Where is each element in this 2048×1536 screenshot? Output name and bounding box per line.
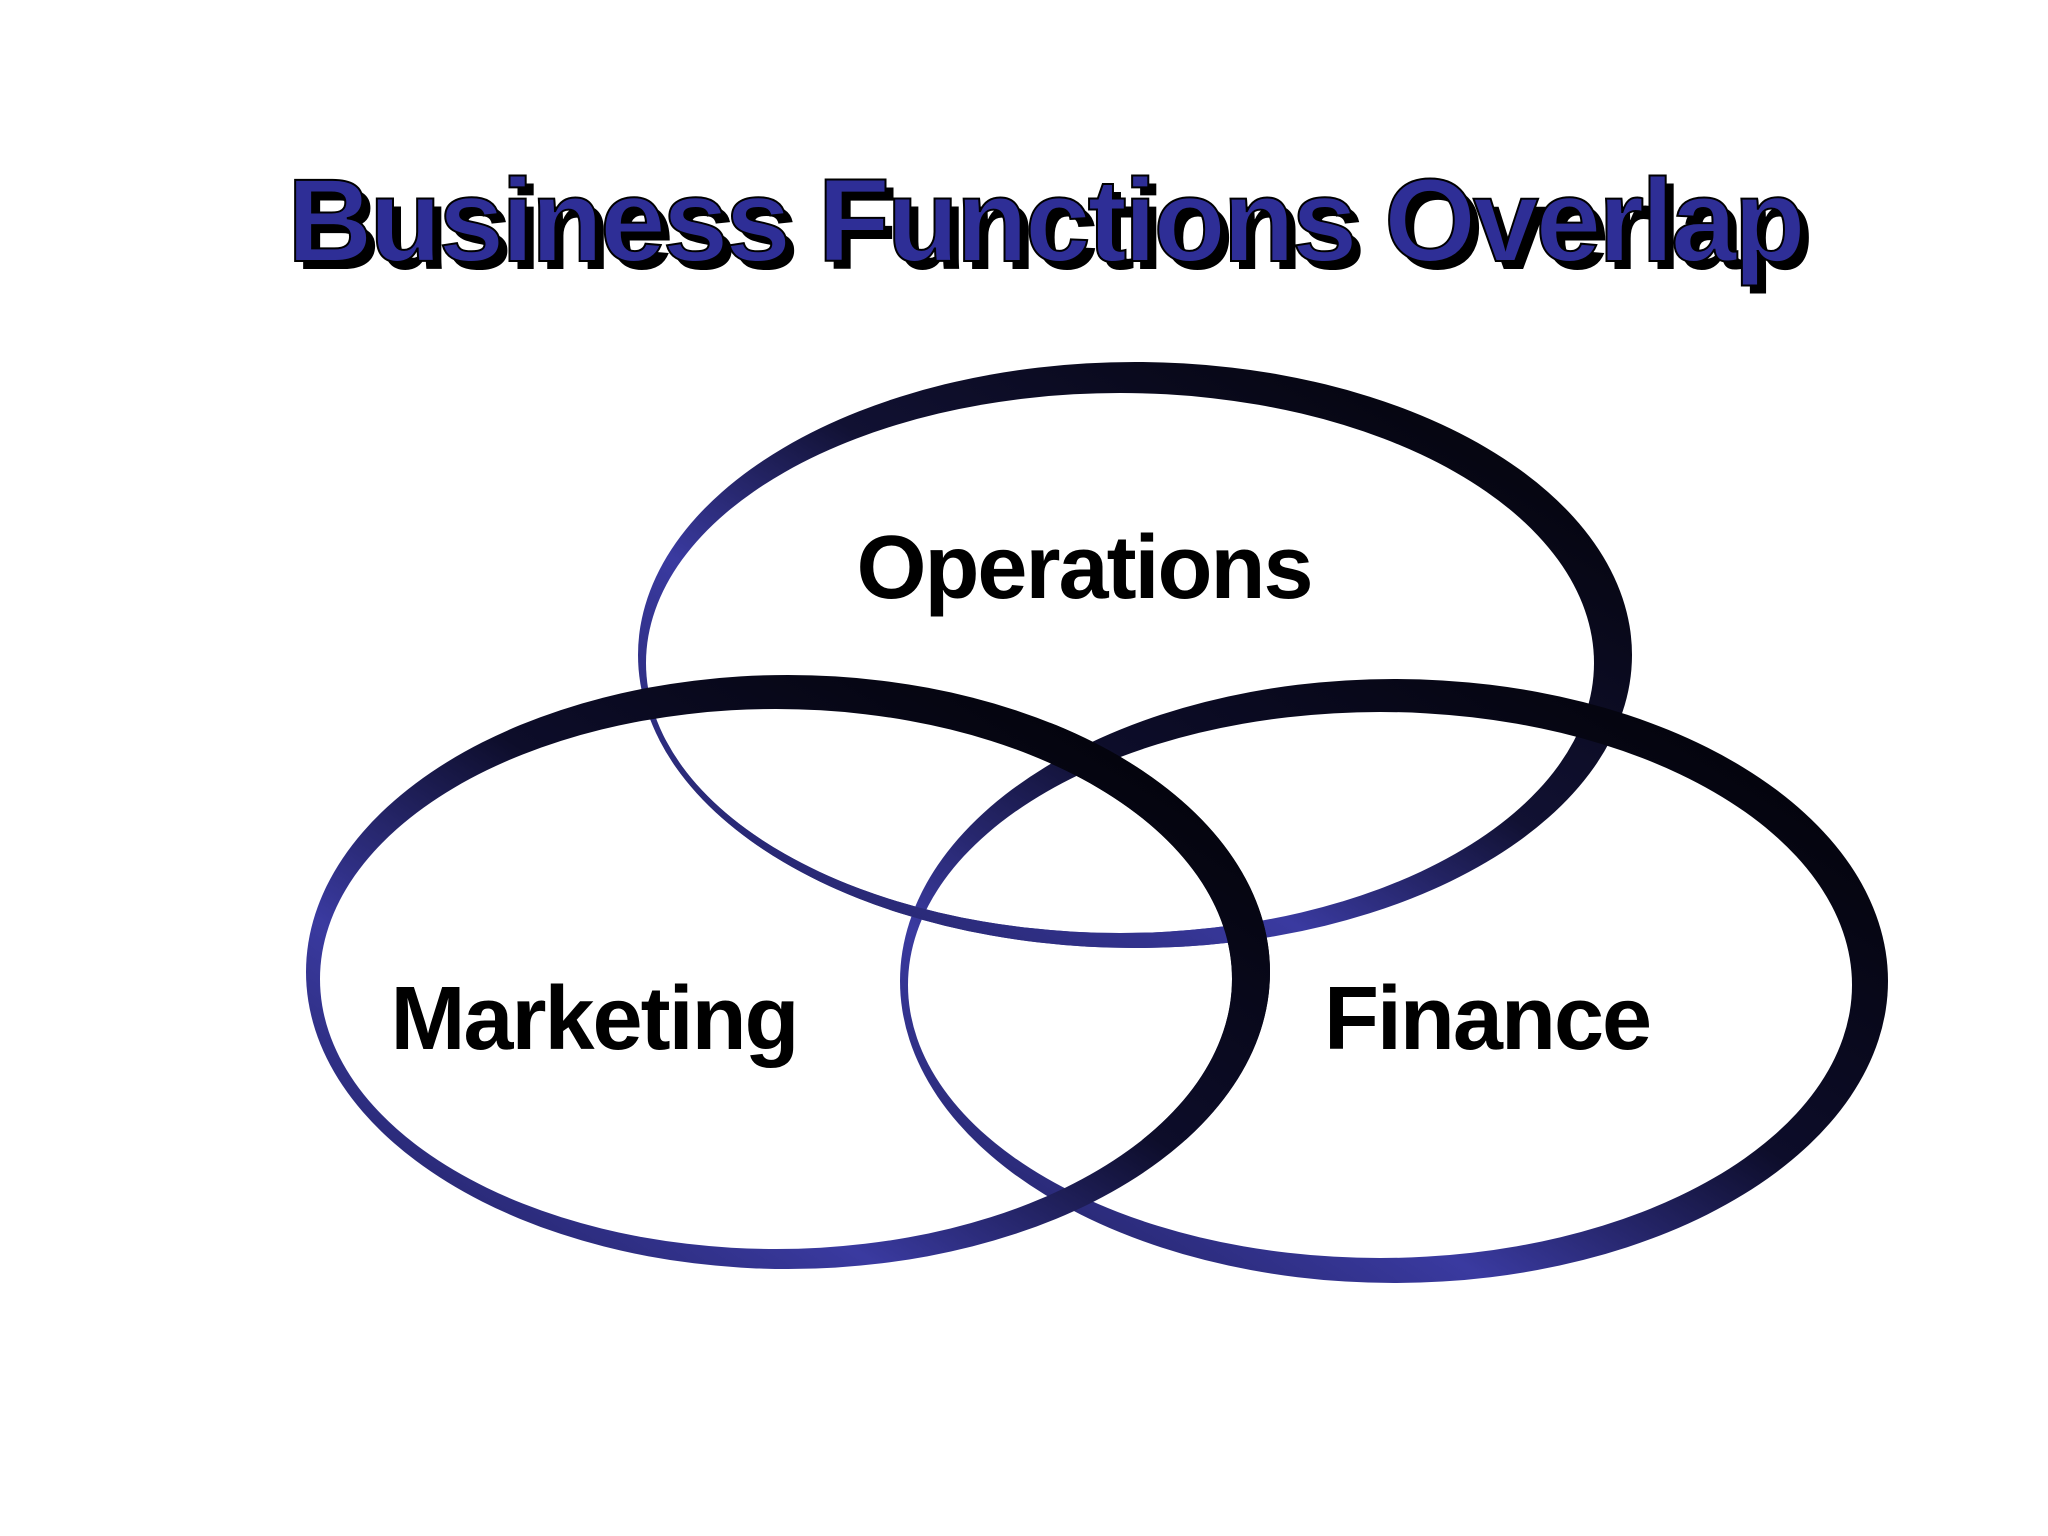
marketing-label: Marketing [390,969,797,1069]
finance-label: Finance [1324,969,1650,1069]
page-title: Business Functions Overlap [287,155,1802,287]
title-group: Business Functions Overlap Business Func… [286,154,1813,295]
operations-label: Operations [856,518,1311,618]
marketing-ring-overlap [1050,722,1270,1140]
title-shadow: Business Functions Overlap [295,163,1810,295]
